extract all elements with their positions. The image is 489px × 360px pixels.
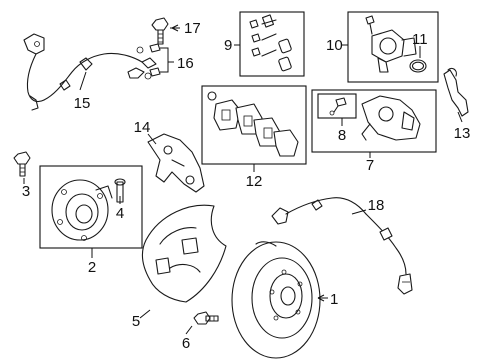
- leader-6: [185, 325, 193, 335]
- callout-16: 16: [177, 55, 194, 72]
- leader-13: [457, 111, 463, 123]
- part-13-spring-clip: [443, 67, 469, 117]
- part-15-sensor-harness: [23, 33, 157, 111]
- leader-16: [160, 47, 169, 73]
- callout-14: 14: [134, 119, 151, 136]
- leader-14: [147, 133, 157, 145]
- part-6-bolt: [193, 311, 219, 325]
- leader-15: [79, 71, 87, 91]
- callout-5: 5: [132, 313, 140, 330]
- callout-11: 11: [412, 31, 428, 48]
- callout-18: 18: [368, 197, 385, 214]
- part-18-abs-sensor: [271, 197, 413, 295]
- part-1-brake-rotor: [231, 241, 321, 359]
- leader-5: [139, 309, 151, 319]
- box-2: [39, 165, 143, 249]
- callout-8: 8: [338, 127, 346, 144]
- part-12-brake-pads: [207, 91, 299, 157]
- arrow-17: [171, 24, 179, 32]
- part-2-wheel-hub: [51, 179, 113, 241]
- box-10: [347, 11, 439, 83]
- callout-15: 15: [74, 95, 91, 112]
- part-5-dust-shield: [141, 204, 227, 303]
- callout-9: 9: [224, 37, 232, 54]
- part-17-bolt: [151, 17, 169, 45]
- callout-1: 1: [330, 291, 338, 308]
- callout-13: 13: [454, 125, 471, 142]
- part-16-clips: [149, 43, 161, 77]
- part-9-guide-pins: [249, 14, 292, 72]
- part-14-caliper-bracket: [147, 133, 205, 193]
- part-3-bolt: [13, 151, 31, 177]
- callout-3: 3: [22, 183, 30, 200]
- part-10-caliper-piston: [365, 15, 417, 73]
- callout-10: 10: [326, 37, 343, 54]
- part-8-bleeder: [329, 97, 347, 116]
- box-9: [239, 11, 305, 77]
- callout-12: 12: [246, 173, 263, 190]
- callout-6: 6: [182, 335, 190, 352]
- callout-4: 4: [116, 205, 124, 222]
- part-11-seal-ring: [409, 59, 427, 73]
- callout-2: 2: [88, 259, 96, 276]
- box-7: [311, 89, 437, 153]
- leader-18: [351, 209, 367, 215]
- callout-7: 7: [366, 157, 374, 174]
- part-7-caliper: [361, 95, 421, 141]
- callout-17: 17: [184, 20, 201, 37]
- box-8: [317, 93, 357, 119]
